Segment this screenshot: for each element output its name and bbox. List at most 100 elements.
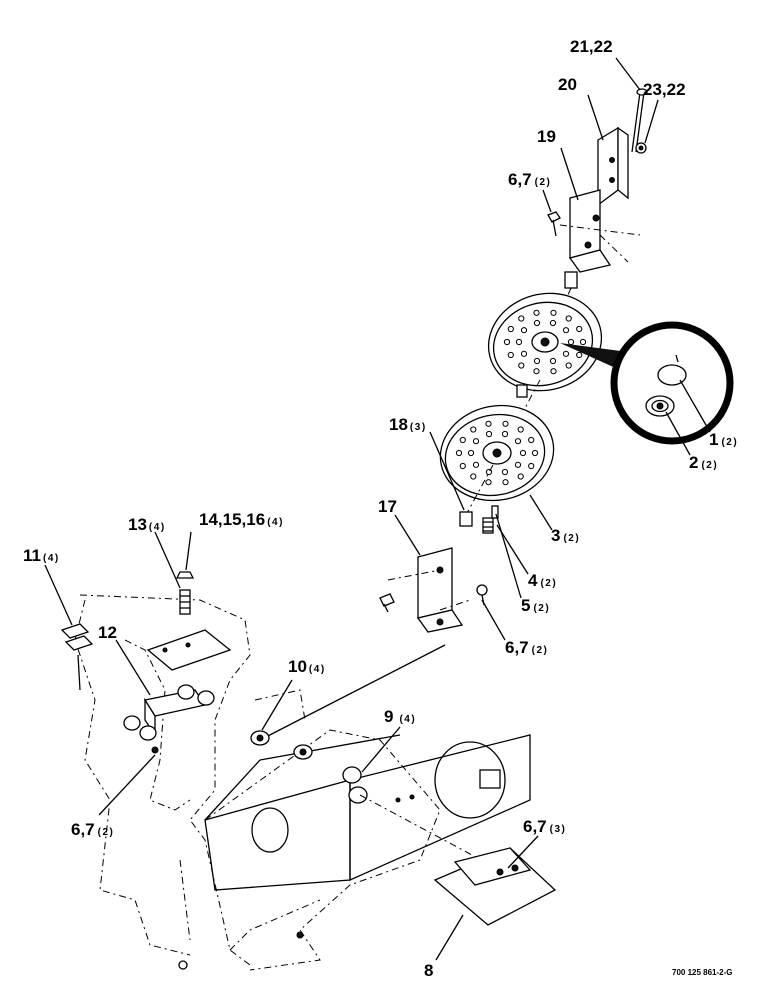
frame-body — [204, 734, 531, 939]
pulley-hole — [459, 462, 466, 470]
bracket-12 — [123, 684, 215, 754]
callout-2: 2(2) — [689, 453, 718, 472]
callout-6-7-top: 6,7(2) — [508, 170, 551, 189]
callout-6-7-left: 6,7(2) — [71, 820, 114, 839]
callout-19: 19 — [537, 127, 556, 146]
pulley-hole — [485, 420, 492, 427]
pulley-hole — [514, 461, 522, 468]
bearing-10 — [250, 730, 313, 760]
screw-5 — [491, 505, 499, 519]
pulley-hole — [518, 315, 525, 322]
callout-6-7-right: 6,7(3) — [523, 817, 566, 836]
pulley-hole — [518, 362, 525, 369]
bracket-17 — [416, 547, 464, 633]
callout-10: 10(4) — [288, 657, 326, 676]
pulley-hole — [470, 426, 477, 433]
callout-1: 1(2) — [709, 430, 738, 449]
pulley-hole — [507, 351, 514, 359]
detail-magnifier — [560, 321, 734, 445]
callout-13: 13(4) — [128, 515, 166, 534]
callout-8: 8 — [424, 961, 433, 980]
pulley-lower-holes — [455, 420, 539, 486]
pulley-hole — [514, 438, 522, 445]
pulley-hole — [565, 362, 572, 369]
drawing-code: 700 125 861-2-G — [672, 968, 733, 977]
callout-20: 20 — [558, 75, 577, 94]
pulley-hole — [528, 436, 535, 444]
bearing-9 — [342, 766, 368, 804]
callout-3: 3(2) — [551, 526, 580, 545]
callout-4: 4(2) — [528, 571, 557, 590]
callout-5: 5(2) — [521, 596, 550, 615]
bolt-bottom — [178, 960, 188, 970]
pulley-hole — [565, 315, 572, 322]
pulley-hole — [485, 468, 493, 476]
pulley-hole — [528, 462, 535, 470]
pulley-lower — [439, 404, 555, 502]
pulley-hole — [550, 368, 557, 375]
pulley-hole — [502, 420, 509, 427]
callout-23-22: 23,22 — [643, 80, 686, 99]
pulley-hole — [472, 461, 480, 468]
callout-14-15-16: 14,15,16(4) — [199, 510, 284, 529]
callout-12: 12 — [98, 623, 117, 642]
pulley-hole — [562, 350, 570, 357]
spacer-mid — [516, 384, 528, 398]
pulley-hole — [503, 338, 511, 346]
bolt-21 — [631, 88, 648, 153]
pulley-hole — [507, 325, 514, 333]
pulley-hole — [517, 473, 524, 480]
pulley-hole — [531, 449, 539, 457]
pulley-hole — [455, 449, 463, 457]
pulley-hole — [533, 309, 540, 316]
pulley-hole — [533, 319, 541, 327]
bolt-17-left — [379, 593, 395, 613]
spacer-top — [564, 271, 578, 289]
pulley-hole — [576, 351, 583, 359]
pulley-hole — [549, 319, 557, 327]
pulley-hole — [520, 327, 528, 334]
pulley-hole — [550, 309, 557, 316]
callout-11: 11(4) — [23, 546, 60, 565]
bracket-19 — [568, 189, 612, 273]
pulley-hole — [501, 430, 509, 438]
spacer-18 — [459, 511, 473, 527]
pulley-upper — [487, 292, 603, 392]
spring-13 — [179, 589, 191, 615]
nut-23 — [635, 142, 647, 154]
pulley-hole — [579, 338, 587, 346]
callout-9: 9(4) — [384, 707, 416, 726]
pulley-hole — [467, 449, 475, 457]
pulley-hole — [485, 430, 493, 438]
plate-13 — [146, 629, 232, 671]
pulley-hole — [472, 438, 480, 445]
pulley-hole — [562, 327, 570, 334]
pulley-hole — [519, 449, 527, 457]
callout-labels: 21,22 20 23,22 19 6,7(2) 1(2) 2(2) 18(3)… — [23, 37, 738, 980]
callout-21-22: 21,22 — [570, 37, 613, 56]
callout-18: 18(3) — [389, 415, 427, 434]
leader-lines — [44, 57, 711, 961]
pulley-hole — [485, 479, 492, 486]
pulley-hole — [567, 338, 575, 346]
bolt-6-7-mid — [476, 584, 488, 606]
pulley-hole — [515, 338, 523, 346]
pulley-upper-holes — [503, 309, 587, 375]
shield-8 — [433, 847, 557, 926]
pulley-hole — [459, 436, 466, 444]
pulley-hole — [501, 468, 509, 476]
pulley-hole — [517, 426, 524, 433]
pulley-hole — [533, 368, 540, 375]
pulley-hole — [576, 325, 583, 333]
pulley-hole — [549, 357, 557, 365]
nut-14-16 — [175, 571, 195, 579]
callout-17: 17 — [378, 497, 397, 516]
callout-6-7-mid: 6,7(2) — [505, 638, 548, 657]
pulley-hole — [470, 473, 477, 480]
spring-4 — [482, 517, 494, 534]
pulley-hole — [502, 479, 509, 486]
pulley-hole — [520, 350, 528, 357]
bracket-20 — [597, 126, 629, 207]
